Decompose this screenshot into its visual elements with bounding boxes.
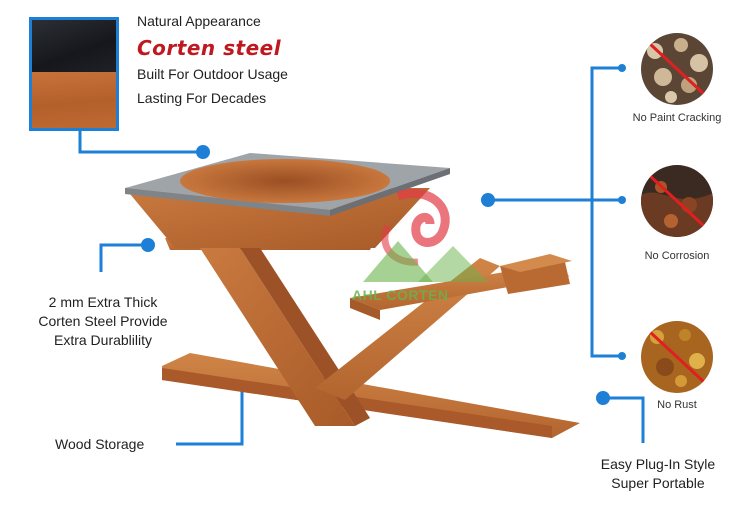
callout-dot-top: [196, 145, 210, 159]
steel-rim-front: [125, 188, 330, 216]
callout-dot-right: [481, 193, 495, 207]
callout-line-vertical: [590, 66, 622, 358]
fire-pit-illustration: [125, 153, 580, 438]
material-swatch: [29, 17, 119, 131]
no-corrosion-label: No Corrosion: [644, 250, 710, 262]
thickness-line-1: 2 mm Extra Thick: [48, 294, 158, 310]
thickness-text: 2 mm Extra Thick Corten Steel Provide Ex…: [18, 293, 188, 350]
callout-dot-rust: [618, 352, 626, 360]
wood-storage-text: Wood Storage: [55, 436, 145, 452]
shelf-box-top: [500, 254, 572, 272]
no-rust-label: No Rust: [657, 399, 697, 411]
callout-line-portable: [603, 396, 645, 443]
outdoor-usage-text: Built For Outdoor Usage: [137, 66, 288, 82]
corten-swatch: [32, 72, 116, 128]
lasting-decades-text: Lasting For Decades: [137, 90, 267, 106]
no-paint-cracking-label: No Paint Cracking: [632, 112, 722, 124]
natural-appearance-text: Natural Appearance: [137, 13, 261, 29]
callout-dot-thick: [141, 238, 155, 252]
corrosion-icon: [641, 165, 713, 237]
super-portable-line: Super Portable: [611, 475, 705, 491]
callout-line-wood: [176, 378, 244, 446]
callout-line-thick: [99, 243, 148, 272]
callout-dot-portable: [596, 391, 610, 405]
callout-dot-corrosion: [618, 196, 626, 204]
rust-icon: [641, 321, 713, 393]
portable-text: Easy Plug-In Style Super Portable: [578, 455, 738, 493]
steel-rim-right: [330, 168, 450, 216]
plug-in-style-line: Easy Plug-In Style: [600, 456, 716, 472]
paint-cracking-icon: [641, 33, 713, 105]
callout-line-top: [78, 131, 203, 154]
callout-dot-paint: [618, 64, 626, 72]
logo-mark: [363, 188, 488, 282]
logo-text: AHL CORTEN: [352, 287, 449, 303]
z-support-diagonal: [200, 248, 355, 426]
thickness-line-3: Extra Durablility: [53, 332, 153, 348]
thickness-line-2: Corten Steel Provide: [38, 313, 168, 329]
bowl-opening: [180, 159, 390, 203]
wood-shelf-front: [350, 298, 380, 320]
steel-swatch: [32, 20, 116, 72]
corten-steel-headline: Corten steel: [137, 36, 282, 60]
